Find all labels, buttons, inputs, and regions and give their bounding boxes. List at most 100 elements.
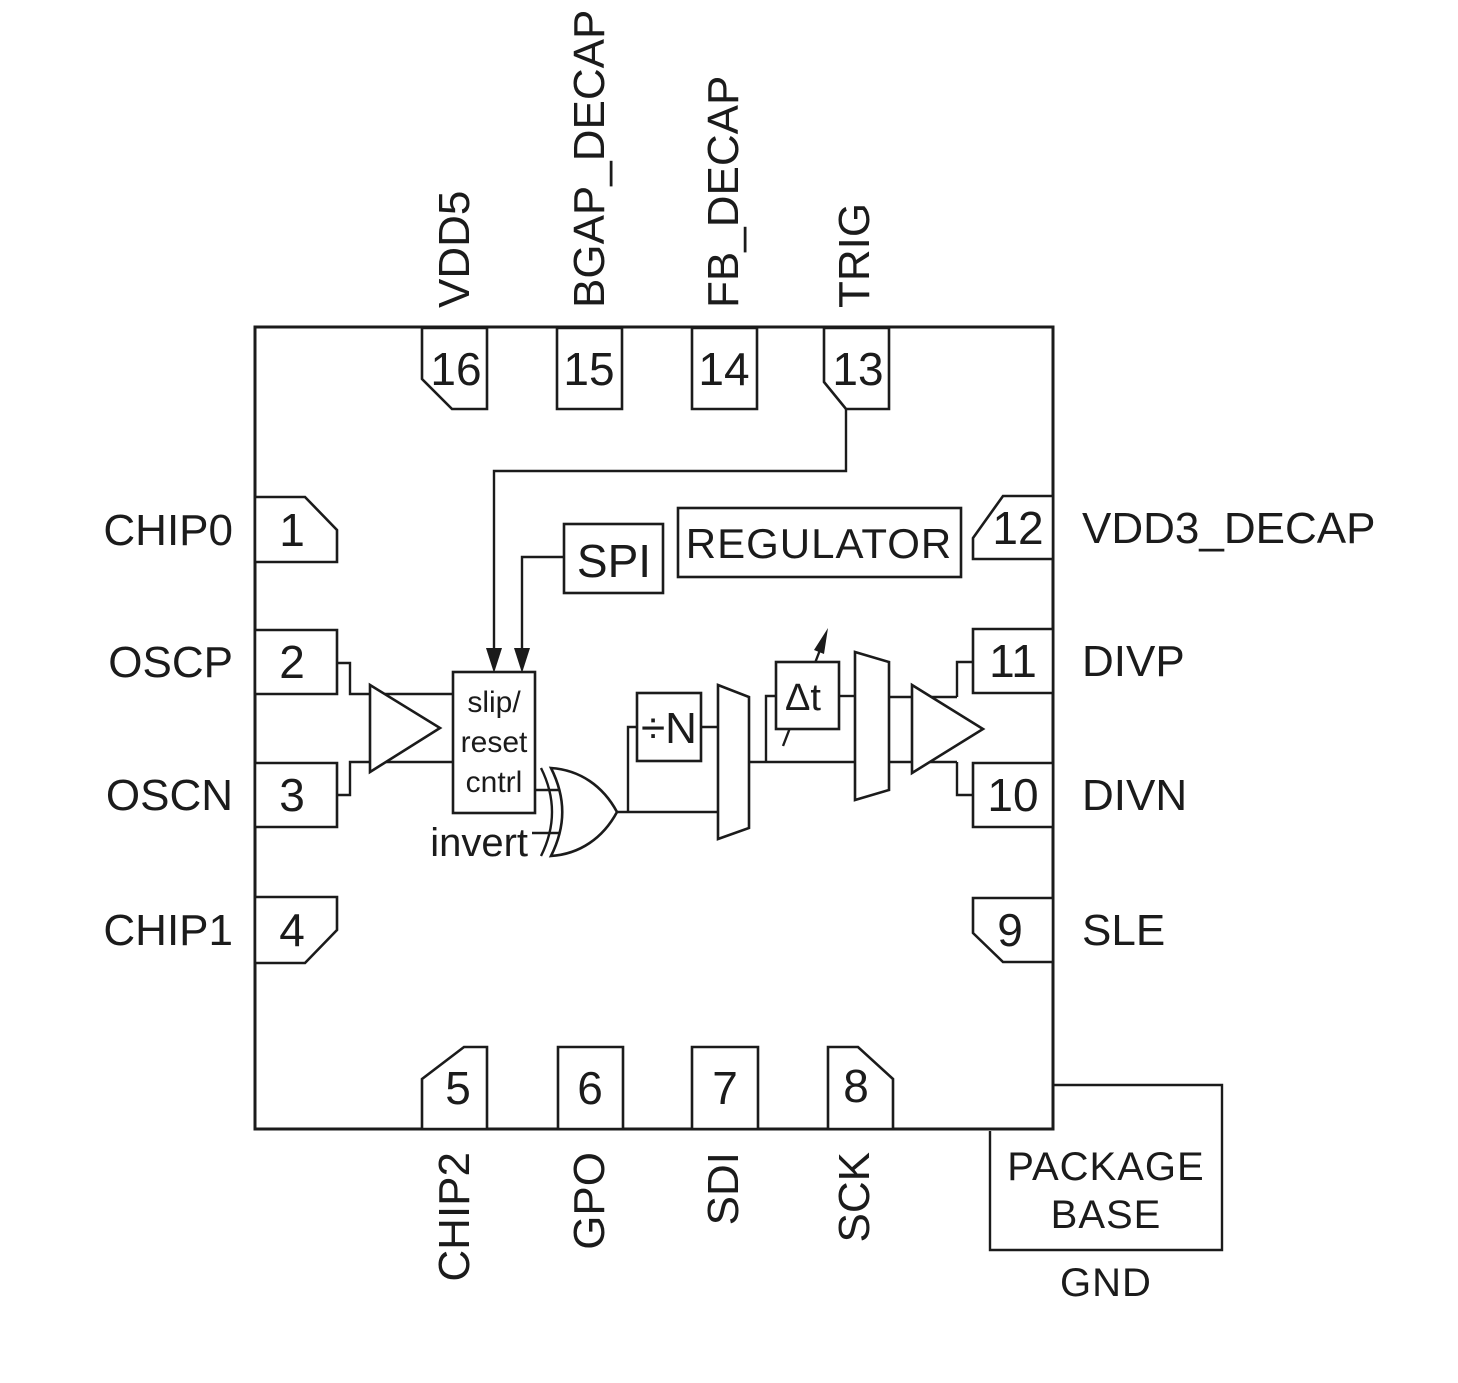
pin-14-number: 14 [698, 343, 749, 395]
invert-label: invert [430, 821, 528, 865]
trig-wire [492, 409, 848, 650]
slip-reset-block: slip/ reset cntrl [451, 670, 537, 815]
pin-9: 9 SLE [971, 896, 1165, 964]
package-base-outline [988, 1083, 1224, 1252]
divider-label: ÷N [641, 704, 697, 753]
divider-input-branch [626, 725, 637, 812]
pin-11: 11 DIVP [971, 627, 1185, 695]
trig-arrowhead [486, 648, 502, 673]
pin-2-number: 2 [279, 636, 305, 688]
pin-14-label: FB_DECAP [699, 76, 748, 308]
pin-16-pad [420, 326, 489, 411]
pin-5: 5 CHIP2 [420, 1045, 489, 1282]
xor-body [548, 766, 619, 858]
pin-10: 10 DIVN [971, 761, 1187, 829]
pin-6-pad [556, 1045, 625, 1131]
pin-8: 8 SCK [826, 1045, 895, 1242]
mux1 [716, 683, 751, 841]
pin-16-label: VDD5 [430, 191, 479, 308]
slip-reset-label-line2: reset [461, 726, 528, 759]
delay-box [774, 660, 841, 731]
pin-9-label: SLE [1082, 906, 1165, 955]
pin-5-number: 5 [445, 1062, 471, 1114]
pin-4-pad [253, 895, 339, 965]
delay-block: Δt [774, 628, 841, 731]
pin-8-label: SCK [830, 1152, 879, 1242]
pin-13: 13 TRIG [822, 203, 891, 411]
gnd-label: GND [1060, 1261, 1152, 1305]
pin-10-pad [971, 761, 1055, 829]
pin-13-pad [822, 326, 891, 411]
input-amp [368, 682, 443, 775]
pin-1-number: 1 [279, 504, 305, 556]
regulator-box [676, 506, 963, 579]
pin-16: 16 VDD5 [420, 191, 489, 411]
pin-6-number: 6 [577, 1062, 603, 1114]
divider-block: ÷N [635, 691, 703, 763]
divp-wire [955, 660, 973, 697]
pin-2: 2 OSCP [108, 628, 339, 696]
spi-to-cntrl-wire [520, 555, 564, 650]
pin-3-label: OSCN [106, 771, 233, 820]
pin-16-number: 16 [430, 343, 481, 395]
pin-1-label: CHIP0 [103, 506, 233, 555]
pin-11-pad [971, 627, 1055, 695]
spi-label: SPI [577, 535, 651, 587]
pin-10-number: 10 [987, 769, 1038, 821]
regulator-label: REGULATOR [686, 520, 953, 567]
pin-3-number: 3 [279, 769, 305, 821]
delay-label: Δt [785, 677, 821, 719]
pin-15-label: BGAP_DECAP [565, 10, 614, 308]
pin-6-label: GPO [565, 1152, 614, 1250]
xor-gate [539, 766, 619, 858]
pin-9-pad [971, 896, 1055, 964]
slip-reset-label-line1: slip/ [467, 686, 521, 719]
pin-12: 12 VDD3_DECAP [971, 494, 1375, 561]
pin-7-pad [690, 1045, 760, 1131]
pin-1: 1 CHIP0 [103, 495, 339, 564]
oscp-wire [337, 661, 453, 696]
pin-12-label: VDD3_DECAP [1082, 504, 1375, 553]
output-amp [910, 682, 986, 776]
pin-5-label: CHIP2 [430, 1152, 479, 1282]
pin-3-pad [253, 761, 339, 829]
regulator-block: REGULATOR [676, 506, 963, 579]
pin-10-label: DIVN [1082, 771, 1187, 820]
delay-variable-arrowhead [814, 628, 828, 654]
pin-5-pad [420, 1045, 489, 1131]
pin-4-label: CHIP1 [103, 906, 233, 955]
pin-11-label: DIVP [1082, 637, 1185, 686]
spi-box [562, 522, 665, 595]
slip-reset-label-line3: cntrl [466, 766, 523, 799]
pin-8-number: 8 [843, 1060, 869, 1112]
pin-1-pad [253, 495, 339, 564]
pin-15: 15 BGAP_DECAP [555, 10, 624, 411]
pin-15-pad [555, 326, 624, 411]
spi-block: SPI [562, 522, 665, 595]
pin-3: 3 OSCN [106, 761, 339, 829]
pin-15-number: 15 [563, 343, 614, 395]
package-base-label-line2: BASE [1051, 1193, 1162, 1237]
pin-6: 6 GPO [556, 1045, 625, 1250]
mux2 [853, 650, 891, 802]
oscn-wire [337, 760, 453, 797]
delay-input-branch [764, 694, 776, 762]
pin-7-number: 7 [712, 1062, 738, 1114]
pin-11-number: 11 [989, 635, 1037, 687]
pin-13-number: 13 [832, 343, 883, 395]
pin-4-number: 4 [279, 904, 305, 956]
divn-wire [955, 762, 973, 797]
pin-14: 14 FB_DECAP [690, 76, 759, 411]
package-base-label-line1: PACKAGE [1007, 1145, 1204, 1189]
pin-13-label: TRIG [830, 203, 879, 308]
pin-4: 4 CHIP1 [103, 895, 339, 965]
pin-14-pad [690, 326, 759, 411]
pin-12-pad [971, 494, 1055, 561]
pin-7-label: SDI [699, 1152, 748, 1225]
chip-outline [253, 325, 1055, 1131]
divider-box [635, 691, 703, 763]
pin-7: 7 SDI [690, 1045, 760, 1225]
spi-arrowhead [514, 648, 530, 673]
